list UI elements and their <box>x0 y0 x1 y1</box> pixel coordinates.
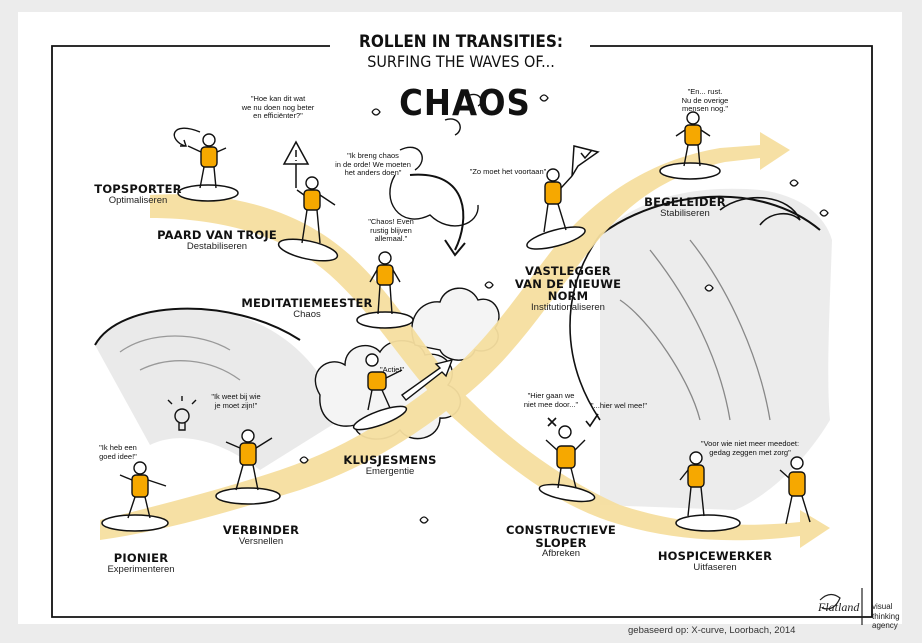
role-constructieve-sloper: CONSTRUCTIEVE SLOPER Afbreken <box>506 523 616 560</box>
surfboard-paard <box>277 238 339 262</box>
surfer-hospice-1 <box>679 451 705 517</box>
check-icon <box>585 413 599 428</box>
surfboard-klusjes <box>352 405 408 431</box>
quote-topsporter: "Hoe kan dit wat we nu doen nog beter en… <box>241 94 315 121</box>
role-topsporter: TOPSPORTER Optimaliseren <box>94 182 182 206</box>
quote-klusjes: "Actie!" <box>379 365 405 374</box>
title-line-2: SURFING THE WAVES OF... <box>367 52 555 71</box>
role-klusjesmens: KLUSJESMENS Emergentie <box>343 453 437 477</box>
surfer-vastlegger <box>543 168 573 233</box>
surfboard-meditatie <box>356 311 414 329</box>
flag-icon <box>571 145 600 177</box>
role-begeleider: BEGELEIDER Stabiliseren <box>644 195 726 219</box>
surfer-begeleider <box>675 111 711 167</box>
surfer-paard <box>296 176 336 244</box>
surfboard-topsporter <box>177 184 239 202</box>
surfer-pionier <box>119 461 167 519</box>
quote-hospice: "Voor wie niet meer meedoet: gedag zegge… <box>700 439 800 457</box>
loop-arrow-icon <box>173 127 201 147</box>
flatland-logo <box>819 588 863 625</box>
surfboard-vastlegger <box>526 226 586 250</box>
surfboard-verbinder <box>215 487 281 505</box>
quote-sloper-b: "...hier wel mee!" <box>590 401 648 410</box>
surfer-klusjes <box>365 353 403 411</box>
quote-pionier: "Ik heb een goed idee!" <box>99 443 137 461</box>
droplets <box>299 94 829 524</box>
right-wave <box>569 188 832 510</box>
quote-paard: "Ik breng chaos in de orde! We moeten he… <box>335 151 411 178</box>
surfer-topsporter <box>187 133 227 189</box>
role-meditatiemeester: MEDITATIEMEESTER Chaos <box>241 296 373 320</box>
surfboard-sloper <box>538 483 596 503</box>
frame <box>51 45 873 618</box>
surfers <box>119 111 811 525</box>
quote-sloper-a: "Hier gaan we niet mee door..." <box>523 391 579 409</box>
surfer-sloper <box>545 425 586 489</box>
role-hospicewerker: HOSPICEWERKER Uitfaseren <box>657 549 773 573</box>
surfboard-begeleider <box>659 162 721 180</box>
surfer-verbinder <box>225 429 273 491</box>
warning-sign-icon <box>282 140 310 188</box>
left-wave <box>94 307 340 470</box>
role-pionier: PIONIER Experimenteren <box>107 551 175 575</box>
quote-verbinder: "Ik weet bij wie je moet zijn!" <box>211 392 261 410</box>
arrow-icon <box>400 358 454 401</box>
agency-tagline: visual thinking agency <box>872 602 900 631</box>
chaos-arrow-icon <box>409 173 466 257</box>
title-line-1: ROLLEN IN TRANSITIES: <box>359 32 563 52</box>
role-vastlegger: VASTLEGGER VAN DE NIEUWE NORM Institutio… <box>514 264 622 313</box>
cross-icon <box>547 417 557 427</box>
surfboards <box>101 162 741 532</box>
quote-vastlegger: "Zo moet het voortaan" <box>469 167 547 176</box>
role-verbinder: VERBINDER Versnellen <box>222 523 300 547</box>
quote-meditatie: "Chaos! Even rustig blijven allemaal." <box>368 217 414 244</box>
surfboard-pionier <box>101 514 169 532</box>
title-chaos: CHAOS <box>399 83 531 124</box>
surfer-hospice-2 <box>779 456 811 525</box>
quote-begeleider: "En... rust. Nu de overige mensen nog." <box>681 87 729 114</box>
surfer-meditatie <box>369 251 401 315</box>
surfboard-hospice <box>675 514 741 532</box>
flatland-logo-text: Flatland <box>818 600 860 614</box>
lightbulb-icon <box>167 396 197 431</box>
footer-source: gebaseerd op: X-curve, Loorbach, 2014 <box>628 625 796 636</box>
role-paard-van-troje: PAARD VAN TROJE Destabiliseren <box>157 228 277 252</box>
